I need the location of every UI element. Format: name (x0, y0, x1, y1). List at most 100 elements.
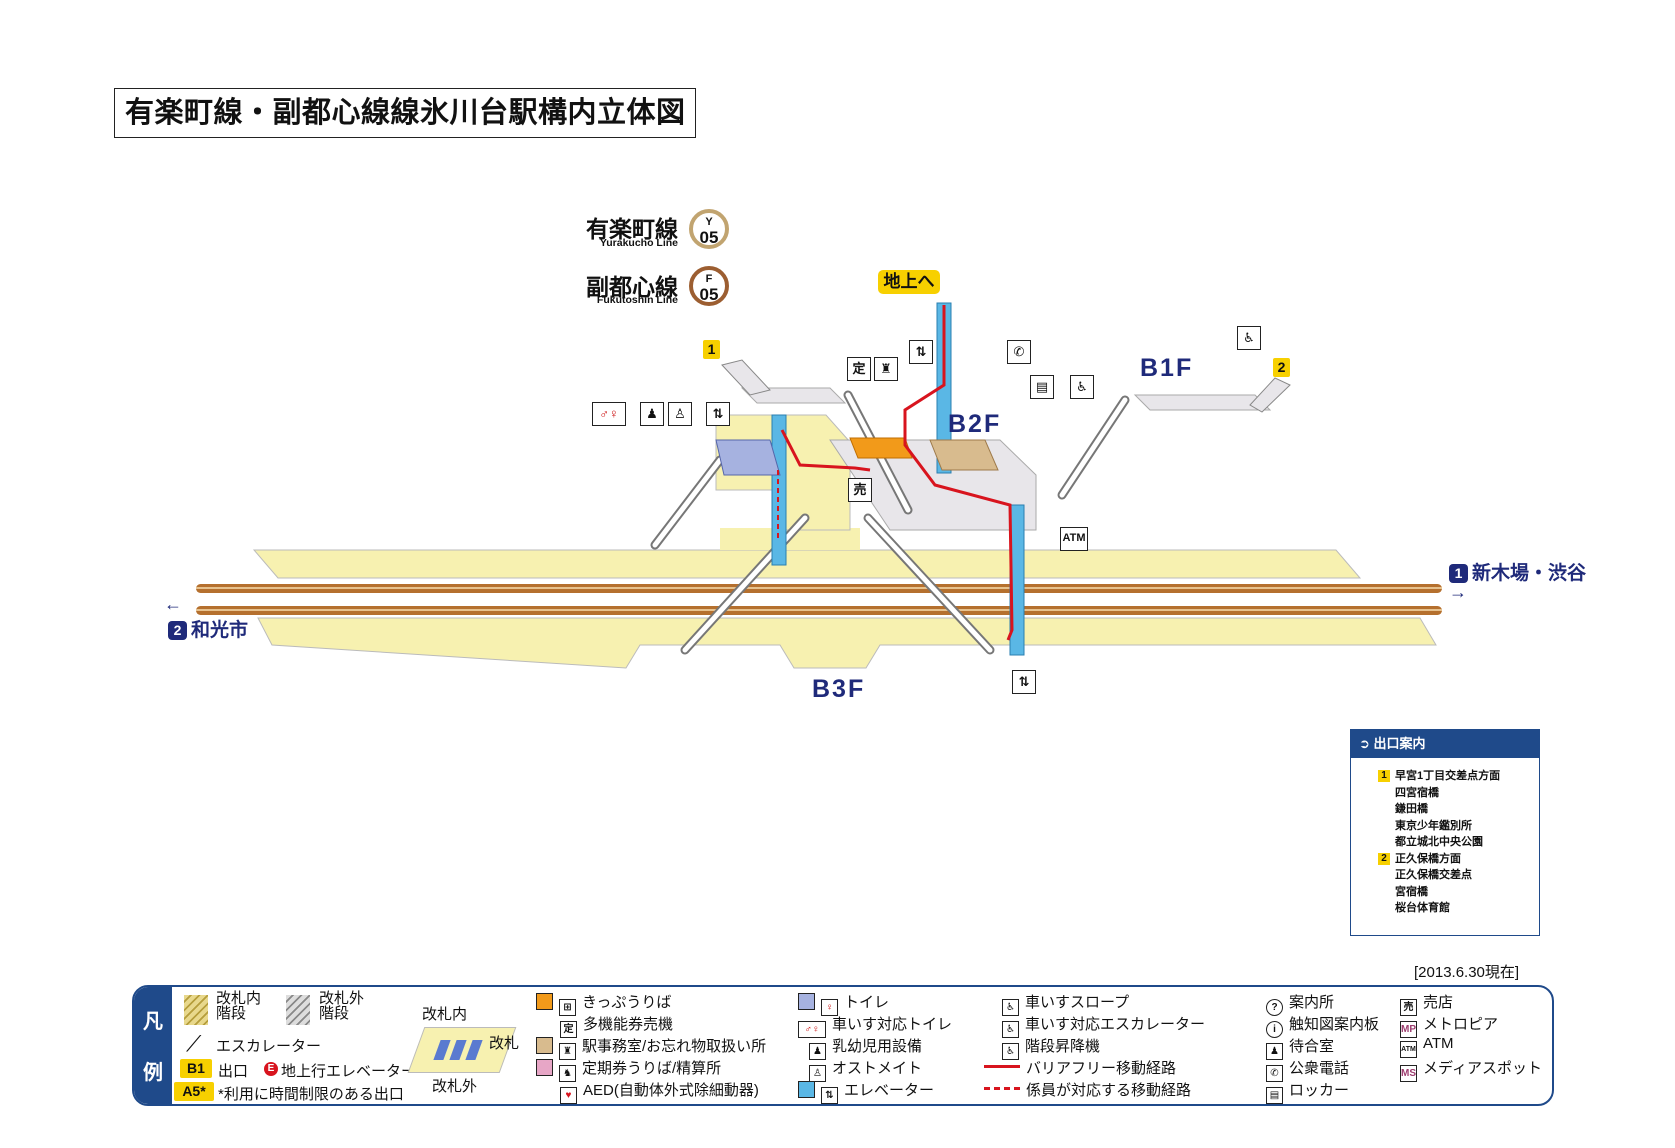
accessible-toilet-icon: ♂♀ (798, 1021, 826, 1038)
b1f-corridor-left (740, 387, 847, 404)
legend-exit-tag: B1 (180, 1059, 212, 1078)
exit-2-marker: 2 (1273, 358, 1290, 377)
stairs-inside-icon (184, 995, 208, 1025)
exit-guide-item: 都立城北中央公園 (1395, 836, 1483, 848)
exit-guide-item: 鎌田橋 (1395, 803, 1428, 815)
legend-stairs-inside: 改札内 階段 (216, 990, 262, 1022)
badge-letter: Y (705, 216, 713, 228)
station-office-icon: ♜ (874, 357, 898, 381)
floor-label-b3f: B3F (812, 675, 866, 703)
legend-gate-outside: 改札外 (432, 1078, 478, 1095)
legend-baby: ♟乳幼児用設備 (809, 1035, 922, 1060)
badge-number: 05 (699, 285, 719, 304)
legend-ostomate: ♙オストメイト (809, 1057, 922, 1082)
atm-icon: ATM (1060, 527, 1088, 551)
wheelchair-slope-icon: ♿ (1002, 999, 1019, 1016)
floor-label-b2f: B2F (948, 410, 1002, 438)
ticket-icon: ⊞ (559, 999, 576, 1016)
tactile-info-icon: i (1266, 1021, 1283, 1038)
waiting-room-icon: ♟ (1266, 1043, 1283, 1060)
arrow-circle-icon: ➲ (1359, 736, 1374, 751)
stairs-exit1 (721, 359, 771, 396)
legend-stairs-outside: 改札外 階段 (319, 990, 365, 1022)
legend-staff-route: 係員が対応する移動経路 (984, 1079, 1191, 1100)
legend-info: ?案内所 (1266, 991, 1334, 1016)
elevator-block-icon (798, 1081, 815, 1098)
legend-ticket-office: ⊞きっぷうりば (536, 991, 671, 1016)
direction-right-text: 新木場・渋谷 (1472, 563, 1587, 584)
legend-multi-ticket: 定多機能券売機 (560, 1013, 673, 1038)
toilet-icon: ♂♀ (592, 402, 626, 426)
info-question-icon: ? (1266, 999, 1283, 1016)
aed-icon: ♥ (560, 1087, 577, 1104)
atm-icon: ATM (1400, 1041, 1417, 1058)
legend-shop: 売売店 (1400, 991, 1453, 1016)
badge-number: 05 (699, 228, 719, 247)
office-icon: ♜ (559, 1043, 576, 1060)
wheelchair-escalator-icon: ♿ (1070, 375, 1094, 399)
b3f-platform (252, 549, 1362, 579)
legend-wheelchair-escalator: ♿車いす対応エスカレーター (1002, 1013, 1205, 1038)
legend-waiting-room: ♟待合室 (1266, 1035, 1334, 1060)
ostomate-icon: ♙ (668, 402, 692, 426)
exit-guide-item: 四宮宿橋 (1395, 786, 1439, 799)
exit-guide-item: 宮宿橋 (1395, 885, 1428, 898)
direction-left-text: 和光市 (191, 620, 249, 641)
payphone-icon: ✆ (1266, 1065, 1283, 1082)
toilet-block (715, 439, 781, 476)
ground-elevator-mark-icon: E (264, 1062, 278, 1076)
to-ground-tag: 地上へ (878, 270, 940, 294)
line-name-fukutoshin: 副都心線 (586, 274, 678, 300)
office-block-icon (536, 1037, 553, 1054)
legend-stair-lift: ♿階段昇降機 (1002, 1035, 1100, 1060)
stairs-outside-icon (286, 995, 310, 1025)
legend-aed: ♥AED(自動体外式除細動器) (560, 1079, 759, 1104)
line-en-yurakucho: Yurakucho Line (599, 237, 678, 249)
staff-route-line-icon (984, 1087, 1020, 1090)
fukutoshin-station-badge: F 05 (689, 266, 729, 306)
legend: 凡 例 改札内 階段 改札外 階段 ⟋ エスカレーター B1 出口 E 地上行エ… (132, 985, 1554, 1106)
legend-accessible-toilet: ♂♀車いす対応トイレ (798, 1013, 952, 1038)
barrier-free-line-icon (984, 1065, 1020, 1068)
exit-1-marker: 1 (703, 340, 720, 359)
b1f-corridor-right (1133, 394, 1272, 411)
exit-guide-item: 正久保橋交差点 (1395, 869, 1472, 881)
metropia-icon: MP (1400, 1021, 1417, 1038)
legend-gate: 改札 (489, 1035, 520, 1052)
multi-ticket-icon: 定 (560, 1021, 577, 1038)
toilet-block-icon (798, 993, 815, 1010)
exit-guide-item: 桜台体育館 (1395, 902, 1450, 914)
legend-station-office: ♜駅事務室/お忘れ物取扱い所 (536, 1035, 766, 1060)
locker-icon: ▤ (1030, 375, 1054, 399)
legend-tab: 凡 例 (134, 987, 172, 1104)
payphone-icon: ✆ (1007, 340, 1031, 364)
wheelchair-escalator-icon: ♿ (1002, 1021, 1019, 1038)
legend-barrier-free: バリアフリー移動経路 (984, 1057, 1176, 1078)
exit-guide-item: 東京少年鑑別所 (1395, 819, 1472, 832)
arrow-right-icon: → (1449, 582, 1467, 602)
legend-locker: ▤ロッカー (1266, 1079, 1349, 1104)
line-en-fukutoshin: Fukutoshin Line (596, 294, 678, 306)
locker-icon: ▤ (1266, 1087, 1283, 1104)
escalator-icon: ⟋ (186, 1031, 202, 1056)
barrier-free-route-west (780, 429, 871, 472)
legend-commuter-pass: ♞定期券うりば/精算所 (536, 1057, 721, 1082)
pass-block-icon (536, 1059, 553, 1076)
badge-letter: F (705, 273, 713, 285)
line-name-yurakucho: 有楽町線 (586, 216, 678, 242)
ostomate-icon: ♙ (809, 1065, 826, 1082)
elevator-icon: ⇅ (706, 402, 730, 426)
stair-lift-icon: ♿ (1237, 326, 1261, 350)
legend-limited-exit-tag: A5* (174, 1082, 214, 1101)
ticket-machines (849, 437, 913, 459)
legend-toilet: ♀トイレ (798, 991, 889, 1016)
as-of-date: [2013.6.30現在] (1414, 964, 1520, 981)
elevator-icon: ⇅ (821, 1087, 838, 1104)
baby-icon: ♟ (809, 1043, 826, 1060)
legend-elevator: ⇅エレベーター (798, 1079, 934, 1104)
